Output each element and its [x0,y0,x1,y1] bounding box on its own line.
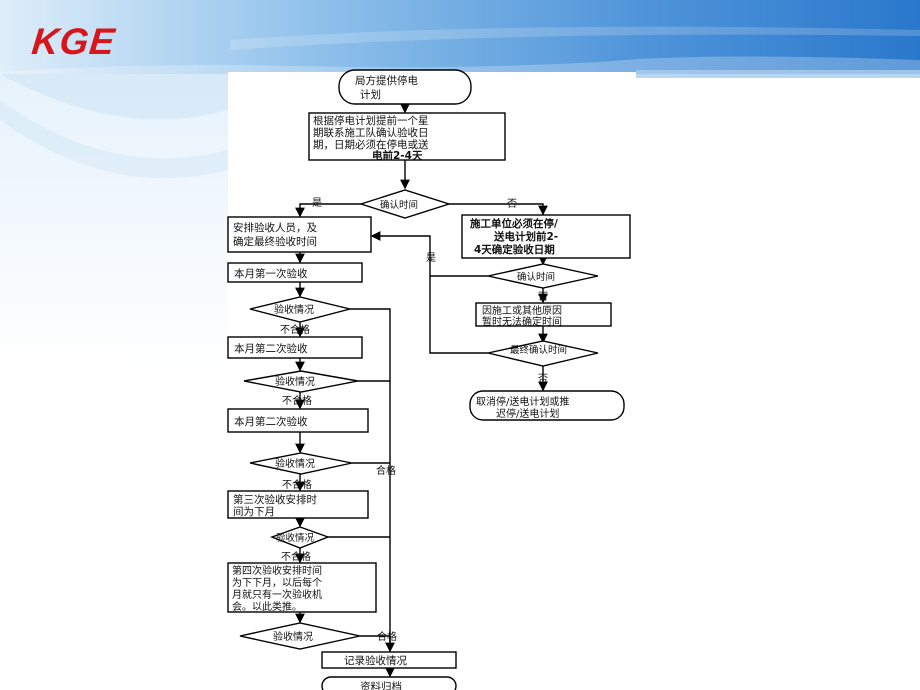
start-text-line1: 局方提供停电 [355,74,418,87]
reason-line-2: 暂时无法确定时间 [482,315,562,328]
pass-label-1: 合格 [376,464,396,477]
arrange-inspectors-node [227,216,372,253]
flow-connectors [295,103,548,678]
header-underline [636,70,920,78]
status-1-text: 验收情况 [274,303,314,316]
contractor-line-1: 施工单位必须在停/ [470,217,558,230]
cancel-line-2: 迟停/送电计划 [496,407,559,420]
final-confirm-label: 最终确认时间 [510,344,567,356]
fourth-line-2: 为下下月，以后每个 [232,576,322,589]
contractor-node [461,214,631,259]
fourth-line-4: 会。以此类推。 [232,600,302,613]
third-next-line-2: 间为下月 [233,505,275,518]
confirm-time-label: 确认时间 [380,199,418,211]
contractor-line-2: 送电计划前2- [493,230,558,243]
no-label-1: 否 [507,198,517,210]
status-5-text: 验收情况 [273,630,313,643]
start-node: 局方提供停电 计划 [338,69,472,105]
status-2-text: 验收情况 [275,375,315,388]
contact-step-node [308,112,506,161]
arrange-line-2: 确定最终验收时间 [233,235,317,248]
fourth-line-3: 月就只有一次验收机 [232,588,322,601]
fail-label-4: 不合格 [281,550,311,563]
no-label-2: 否 [538,291,548,303]
yes-label-1: 是 [312,197,322,209]
fourth-line-1: 第四次验收安排时间 [232,564,322,577]
archive-end-node [321,676,457,690]
status-decision-1 [249,296,351,323]
contractor-line-3: 4天确定验收日期 [474,243,555,256]
arrange-line-1: 安排验收人员，及 [233,221,317,234]
second-inspection-text: 本月第二次验收 [234,342,308,355]
record-node [321,651,457,669]
cancel-node [469,390,625,421]
third-inspection-node [227,408,369,433]
status-decision-3 [249,452,353,475]
confirm-time-decision [358,189,452,219]
start-text-line2: 计划 [360,88,381,101]
reason-node [475,302,612,327]
reason-line-1: 因施工或其他原因 [482,304,562,317]
contact-line-1: 根据停电计划提前一个星 [313,114,429,127]
final-confirm-decision [487,340,599,367]
second-inspection-node [227,336,363,359]
third-next-line-1: 第三次验收安排时 [233,493,317,506]
fail-label-1: 不合格 [280,323,310,336]
fourth-inspection-node [227,562,377,613]
record-text: 记录验收情况 [344,654,407,667]
third-inspection-text: 本月第二次验收 [234,415,308,428]
first-inspection-text: 本月第一次验收 [234,267,308,280]
status-decision-4 [270,526,330,549]
confirm-time-decision-2 [487,263,599,289]
third-next-month-node [227,490,369,519]
status-3-text: 验收情况 [275,457,315,470]
no-label-3: 否 [538,373,548,385]
status-4-text: 验收情况 [276,532,315,544]
contact-line-4: 电前2-4天 [372,149,423,162]
archive-text: 资料归档 [360,680,402,690]
fail-label-2: 不合格 [282,394,312,407]
contact-line-3: 期，日期必须在停电或送 [313,138,429,151]
cancel-line-1: 取消停/送电计划或推 [476,395,569,408]
contact-line-2: 期联系施工队确认验收日 [313,126,429,139]
fail-label-3: 不合格 [282,478,312,491]
status-decision-2 [243,370,359,393]
yes-label-2: 是 [426,252,436,264]
left-fade-panel [0,74,228,374]
status-decision-5 [239,622,361,650]
header-band [0,0,920,74]
pass-label-2: 合格 [377,630,397,643]
confirm-time-2-label: 确认时间 [517,271,555,283]
first-inspection-node [227,262,363,283]
